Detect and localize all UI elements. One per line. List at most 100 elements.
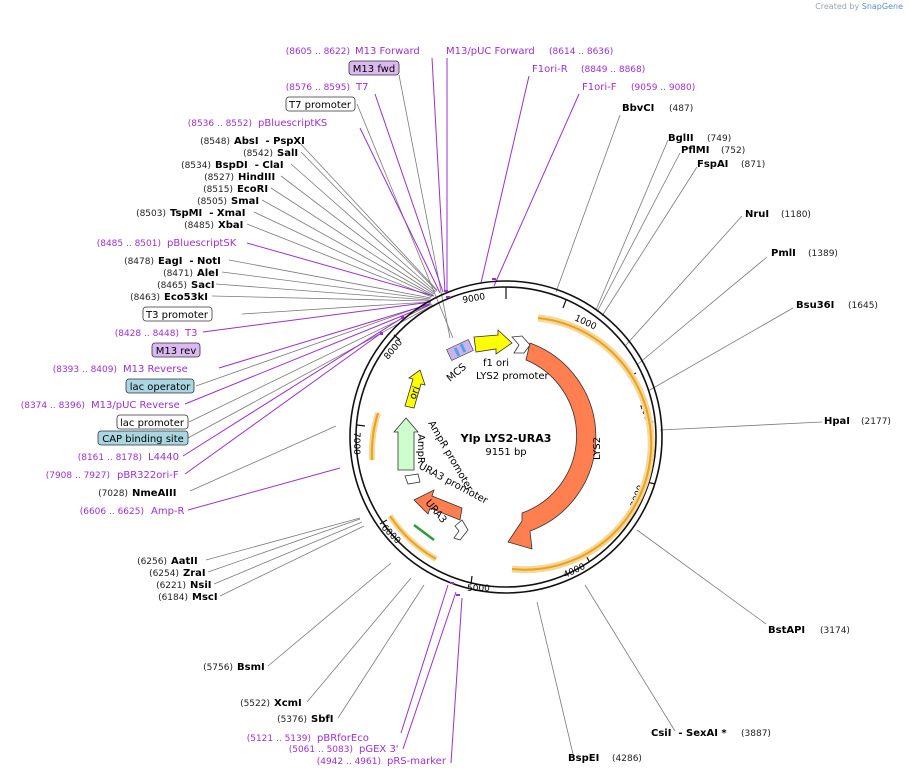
tick-label-5000: 5000 — [467, 584, 490, 594]
enzyme-bsu36i: Bsu36I — [796, 300, 834, 311]
enzymes-left: (8548) AbsI - PspXI (8542) SalI (8534) B… — [98, 136, 333, 725]
mcs-stripe-1 — [453, 347, 461, 357]
primer-pbr322ori-f: pBR322ori-F — [117, 470, 179, 481]
enzyme-smai: SmaI — [231, 196, 259, 207]
primer-amp-r: Amp-R — [151, 506, 185, 517]
credit-prefix: Created by — [815, 2, 860, 11]
box-t3-promoter — [142, 306, 213, 322]
enzyme-zrai-pos: (6254) — [149, 569, 179, 579]
enzyme-nrui-pos: (1180) — [781, 210, 811, 220]
box-lac-promoter — [116, 414, 189, 430]
leader-lines — [187, 74, 823, 755]
primer-f1ori-f-pos: (9059 .. 9080) — [631, 83, 695, 93]
enzyme-xcmi: XcmI — [274, 698, 302, 709]
primer-prs-marker-pos: (4942 .. 4961) — [317, 757, 381, 767]
snapgene-credit: Created by SnapGene — [815, 2, 903, 11]
ura3-arrow — [413, 489, 463, 521]
ura3-promoter-arrow — [453, 519, 469, 541]
enzyme-alei: AleI — [197, 268, 219, 279]
primer-pbr322ori-f-pos: (7908 .. 7927) — [46, 471, 110, 481]
ura3-small-marker — [413, 524, 435, 541]
enzyme-sali: SalI — [277, 148, 298, 159]
box-t7-promoter — [285, 96, 356, 112]
primer-m13-puc-forward-pos: (8614 .. 8636) — [549, 47, 613, 57]
plasmid-length: 9151 bp — [485, 447, 526, 458]
enzyme-pmli-pos: (1389) — [808, 249, 838, 259]
enzyme-aatii-pos: (6256) — [137, 557, 167, 567]
label-mcs: MCS — [445, 362, 469, 385]
enzyme-bbvci-pos: (487) — [669, 104, 693, 114]
enzyme-bsmi: BsmI — [237, 662, 265, 673]
primer-amp-r-pos: (6606 .. 6625) — [80, 507, 144, 517]
box-cap-binding-site — [97, 430, 189, 446]
primer-m13-forward-pos: (8605 .. 8622) — [286, 47, 350, 57]
tick-label-7000: 7000 — [351, 432, 361, 455]
primer-f1ori-r: F1ori-R — [532, 64, 568, 75]
enzyme-bspei: BspEI — [568, 753, 599, 764]
enzyme-absi-pos: (8548) — [200, 137, 230, 147]
ura3-orf-line — [389, 515, 437, 560]
ampr-orf-line — [370, 412, 379, 461]
label-lys2: LYS2 — [592, 437, 603, 460]
box-m13-fwd-label: M13 fwd — [353, 64, 395, 75]
primer-pbrforeco: pBRforEco — [317, 733, 369, 744]
enzyme-pmli: PmlI — [771, 248, 796, 259]
tick-label-8000: 8000 — [383, 338, 406, 362]
box-t7-promoter-label: T7 promoter — [288, 100, 352, 111]
box-lac-promoter-label: lac promoter — [120, 418, 185, 429]
enzyme-bspdi-pos: (8534) — [181, 161, 211, 171]
primers: (8605 .. 8622) M13 Forward M13/pUC Forwa… — [21, 46, 696, 767]
enzyme-xbai: XbaI — [218, 220, 243, 231]
primer-prs-marker: pRS-marker — [387, 756, 447, 767]
enzyme-aatii: AatII — [171, 556, 198, 567]
primer-l4440-pos: (8161 .. 8178) — [78, 453, 142, 463]
enzymes-right: BbvCI (487) BglII (749) PflMI (752) FspA… — [568, 103, 891, 764]
label-ori: ori — [408, 385, 423, 401]
ampr-promoter-arrow — [404, 473, 421, 485]
primer-pbrforeco-pos: (5121 .. 5139) — [247, 734, 311, 744]
enzyme-bsu36i-pos: (1645) — [848, 301, 878, 311]
primer-pbluescriptsk-pos: (8485 .. 8501) — [97, 239, 161, 249]
enzyme-sbfi-pos: (5376) — [277, 715, 307, 725]
enzyme-zrai: ZraI — [183, 568, 206, 579]
label-f1-ori: f1 ori — [483, 358, 509, 369]
primer-m13-puc-reverse: M13/pUC Reverse — [91, 400, 180, 411]
enzyme-bsmi-pos: (5756) — [203, 663, 233, 673]
label-ampr: AmpR — [415, 434, 426, 464]
box-cap-binding-site-label: CAP binding site — [102, 434, 184, 445]
enzyme-bglii: BglII — [668, 133, 694, 144]
primer-m13-puc-forward: M13/pUC Forward — [446, 46, 535, 57]
enzyme-hindiii: HindIII — [238, 172, 275, 183]
enzyme-alei-pos: (8471) — [163, 269, 193, 279]
primer-pgex3: pGEX 3' — [359, 744, 399, 755]
primer-f1ori-r-pos: (8849 .. 8868) — [581, 65, 645, 75]
tick-label-9000: 9000 — [462, 292, 487, 306]
enzyme-hpai: HpaI — [824, 416, 850, 427]
enzyme-eco53ki: Eco53kI — [164, 292, 208, 303]
enzyme-tspmi-pos: (8503) — [136, 209, 166, 219]
enzyme-sbfi: SbfI — [311, 714, 333, 725]
enzyme-nsii-pos: (6221) — [156, 581, 186, 591]
enzyme-saci-pos: (8465) — [157, 281, 187, 291]
primer-m13-forward: M13 Forward — [355, 46, 420, 57]
enzyme-eco53ki-pos: (8463) — [130, 293, 160, 303]
enzyme-pflmi-pos: (752) — [721, 146, 745, 156]
enzyme-pflmi: PflMI — [681, 145, 709, 156]
box-m13-fwd — [348, 60, 400, 76]
backbone-outer — [349, 280, 663, 594]
enzyme-smai-pos: (8505) — [197, 197, 227, 207]
enzyme-nsii: NsiI — [190, 580, 211, 591]
mcs-block — [446, 339, 474, 361]
box-m13-rev-label: M13 rev — [156, 346, 197, 357]
enzyme-msci: MscI — [192, 592, 218, 603]
enzyme-saci: SacI — [191, 280, 215, 291]
mcs-stripe-2 — [459, 343, 467, 353]
box-t3-promoter-label: T3 promoter — [145, 310, 209, 321]
primer-pgex3-pos: (5061 .. 5083) — [289, 745, 353, 755]
enzyme-eagi-noti: EagI - NotI — [158, 256, 221, 267]
enzyme-ecori-pos: (8515) — [203, 185, 233, 195]
box-lac-operator — [125, 378, 195, 394]
lys2-orf-line — [511, 317, 653, 571]
primer-m13-reverse: M13 Reverse — [123, 364, 188, 375]
enzyme-fspai-pos: (871) — [741, 160, 765, 170]
